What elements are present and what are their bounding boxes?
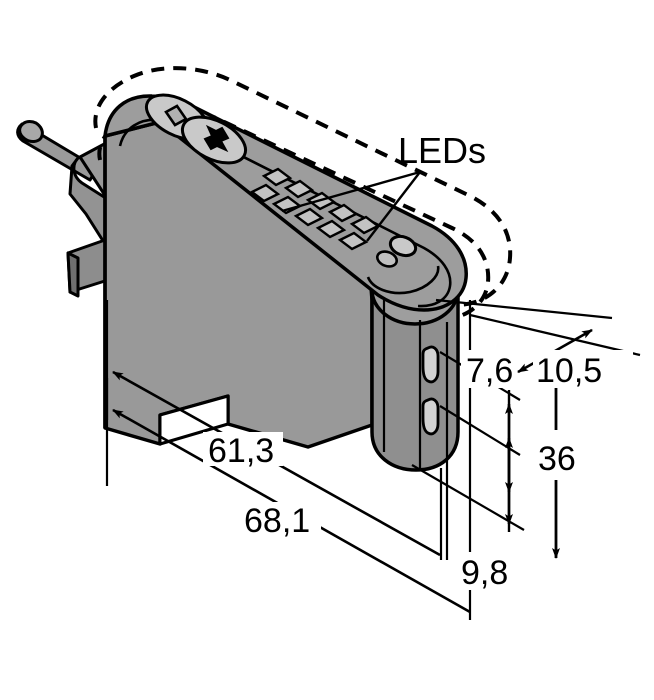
dimension-7-6-label-top: 7,6 xyxy=(466,352,513,390)
dimension-36-label-top: 36 xyxy=(538,440,576,478)
leds-leader-line-2 xyxy=(281,170,421,213)
mode-icon xyxy=(164,104,188,127)
mounting-foot-left xyxy=(66,238,110,298)
led-indicator-secondary xyxy=(376,250,398,268)
indicator-leds xyxy=(366,234,440,295)
plus-button[interactable] xyxy=(175,108,253,173)
led-indicator-primary xyxy=(388,234,418,258)
mounting-slot-lower xyxy=(421,397,440,436)
dimension-9-8-label-top: 9,8 xyxy=(461,554,508,592)
dimension-61-3-label-top: 61,3 xyxy=(208,432,274,470)
leds-callout-label: LEDs xyxy=(398,130,486,171)
control-buttons xyxy=(144,93,253,173)
leds-callout: LEDs xyxy=(281,130,486,242)
label-masks xyxy=(203,350,633,590)
leds-leader-line-1 xyxy=(366,171,421,242)
dimension-68-1-label-top: 68,1 xyxy=(244,502,310,540)
dimension-10-5-label-top: 10,5 xyxy=(536,352,602,390)
dimension-label-layer: 61,3 68,1 7,6 10,5 36 9,8 xyxy=(208,352,602,592)
led-bezel-arc xyxy=(366,265,440,295)
mounting-slot-upper xyxy=(421,345,440,384)
plus-icon xyxy=(203,124,230,153)
mounting-slots xyxy=(421,345,440,436)
